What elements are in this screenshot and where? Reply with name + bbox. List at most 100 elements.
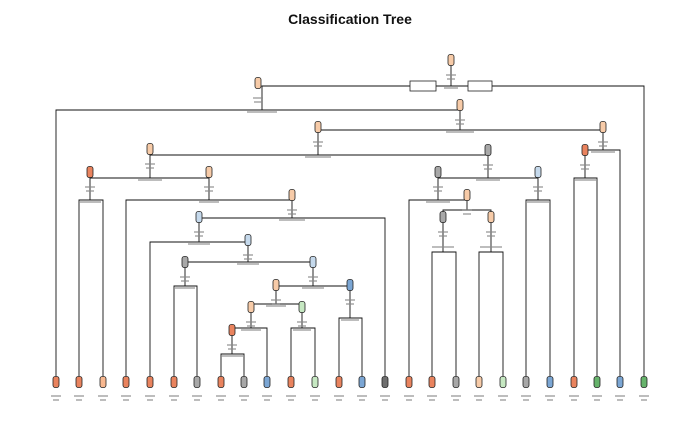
tree-edge bbox=[89, 161, 151, 183]
tree-edge bbox=[290, 313, 303, 376]
tree-edge bbox=[573, 158, 586, 376]
node-stat-label bbox=[288, 213, 296, 215]
leaf-stat-label bbox=[147, 399, 153, 401]
tree-node bbox=[205, 166, 213, 178]
leaf-stat-label bbox=[194, 399, 200, 401]
leaf-stat-label bbox=[476, 399, 482, 401]
tree-edge bbox=[185, 285, 198, 376]
tree-leaf bbox=[593, 376, 601, 388]
node-stat-label bbox=[194, 231, 204, 233]
node-stat-label bbox=[484, 168, 492, 170]
leaf-stat-label bbox=[427, 395, 437, 397]
node-stat-label bbox=[433, 186, 443, 188]
tree-leaf bbox=[240, 376, 248, 388]
node-stat-label bbox=[581, 168, 589, 170]
node-stat-label bbox=[181, 280, 189, 282]
leaf-stat-label bbox=[239, 395, 249, 397]
tree-leaf bbox=[640, 376, 648, 388]
tree-edge bbox=[261, 85, 410, 89]
leaf-stat-label bbox=[51, 395, 61, 397]
tree-leaf bbox=[428, 376, 436, 388]
leaf-stat-label bbox=[334, 395, 344, 397]
tree-node bbox=[181, 256, 189, 268]
leaf-stat-label bbox=[218, 399, 224, 401]
tree-leaf bbox=[358, 376, 366, 388]
tree-leaf bbox=[475, 376, 483, 388]
tree-leaf bbox=[217, 376, 225, 388]
node-stat-label bbox=[438, 231, 448, 233]
leaf-stat-label bbox=[404, 395, 414, 397]
split-condition-label bbox=[574, 179, 596, 181]
leaf-stat-label bbox=[171, 399, 177, 401]
leaf-stat-label bbox=[192, 395, 202, 397]
split-condition-label bbox=[446, 131, 474, 133]
tree-edge bbox=[251, 327, 268, 376]
split-condition-label bbox=[302, 287, 324, 289]
tree-edge bbox=[467, 209, 492, 222]
split-condition-label bbox=[199, 201, 219, 203]
node-stat-label bbox=[272, 303, 280, 305]
tree-edge bbox=[209, 199, 293, 206]
node-stat-label bbox=[463, 213, 471, 215]
node-stat-label bbox=[434, 190, 442, 192]
leaf-stat-label bbox=[571, 399, 577, 401]
leaf-stat-label bbox=[359, 399, 365, 401]
node-stat-label bbox=[180, 276, 190, 278]
node-stat-label bbox=[439, 235, 447, 237]
node-stat-label bbox=[254, 101, 262, 103]
tree-node bbox=[599, 121, 607, 133]
tree-edge bbox=[149, 224, 200, 376]
node-stat-label bbox=[243, 254, 253, 256]
node-stat-label bbox=[486, 231, 496, 233]
node-stat-label bbox=[204, 186, 214, 188]
split-condition-label bbox=[247, 111, 277, 113]
leaf-stat-label bbox=[451, 395, 461, 397]
leaf-stat-label bbox=[264, 399, 270, 401]
leaf-stat-label bbox=[474, 395, 484, 397]
leaf-stat-label bbox=[216, 395, 226, 397]
split-condition-label bbox=[138, 179, 162, 181]
split-condition-label bbox=[293, 329, 311, 331]
node-stat-label bbox=[308, 276, 318, 278]
tree-edge bbox=[232, 353, 245, 376]
tree-node bbox=[314, 121, 322, 133]
tree-edge bbox=[173, 269, 186, 376]
tree-edge bbox=[262, 109, 461, 117]
tree-edge bbox=[478, 222, 492, 376]
tree-node bbox=[195, 211, 203, 223]
split-condition-label bbox=[188, 243, 210, 245]
tree-edge bbox=[184, 246, 249, 269]
node-stat-label bbox=[271, 299, 281, 301]
tree-node bbox=[581, 144, 589, 156]
node-stat-label bbox=[598, 141, 608, 143]
split-condition-label bbox=[432, 246, 454, 248]
tree-node bbox=[456, 99, 464, 111]
tree-edge bbox=[491, 251, 504, 376]
split-condition-label bbox=[237, 263, 259, 265]
node-stat-label bbox=[227, 344, 237, 346]
node-stat-label bbox=[580, 164, 590, 166]
tree-edge bbox=[460, 129, 604, 136]
split-condition-label bbox=[591, 151, 615, 153]
node-stat-label bbox=[85, 186, 95, 188]
tree-leaf bbox=[452, 376, 460, 388]
tree-edge bbox=[55, 89, 263, 376]
split-condition-label bbox=[341, 319, 359, 321]
chart-title: Classification Tree bbox=[288, 11, 412, 27]
leaf-stat-label bbox=[310, 395, 320, 397]
node-stat-label bbox=[456, 123, 464, 125]
split-condition-label bbox=[476, 179, 500, 181]
tree-leaf bbox=[499, 376, 507, 388]
node-stat-label bbox=[309, 280, 317, 282]
leaf-stat-label bbox=[592, 395, 602, 397]
tree-leaf bbox=[570, 376, 578, 388]
split-box-right bbox=[467, 80, 493, 92]
leaf-stat-label bbox=[121, 395, 131, 397]
tree-edge bbox=[317, 117, 461, 136]
split-condition-label bbox=[480, 246, 502, 248]
node-stat-label bbox=[533, 186, 543, 188]
leaf-stat-label bbox=[74, 395, 84, 397]
split-condition-label bbox=[444, 87, 458, 89]
tree-leaf bbox=[170, 376, 178, 388]
node-stat-label bbox=[483, 164, 493, 166]
